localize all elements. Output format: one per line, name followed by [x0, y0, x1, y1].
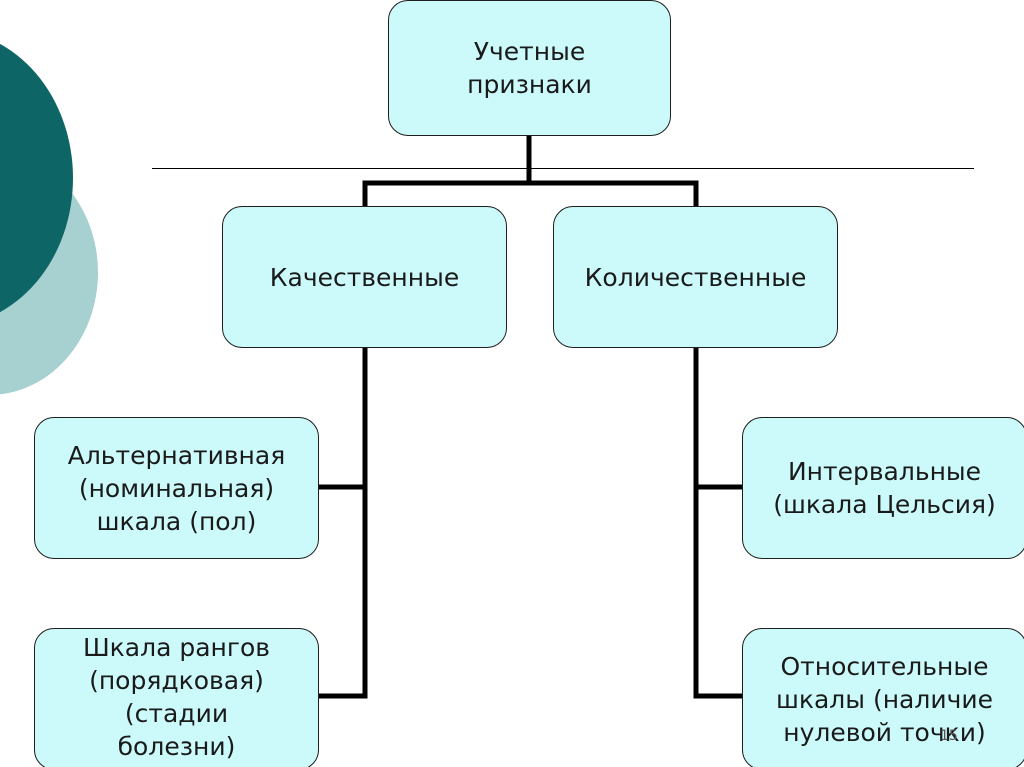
node-root: Учетные признаки	[388, 0, 671, 136]
node-qualitative: Качественные	[222, 206, 507, 348]
connector-root-to-branches	[362, 180, 699, 209]
node-interval-scale: Интервальные (шкала Цельсия)	[742, 417, 1024, 559]
connector-quantitative-leaves	[693, 345, 745, 699]
node-alternative-scale: Альтернативная (номинальная) шкала (пол)	[34, 417, 319, 559]
node-ratio-scale: Относительные шкалы (наличие нулевой точ…	[742, 628, 1024, 767]
horizontal-rule	[152, 168, 974, 169]
connector-qualitative-leaves	[316, 345, 368, 699]
node-rank-scale: Шкала рангов (порядковая) (стадии болезн…	[34, 628, 319, 767]
node-quantitative: Количественные	[553, 206, 838, 348]
page-number: 15	[940, 728, 958, 744]
